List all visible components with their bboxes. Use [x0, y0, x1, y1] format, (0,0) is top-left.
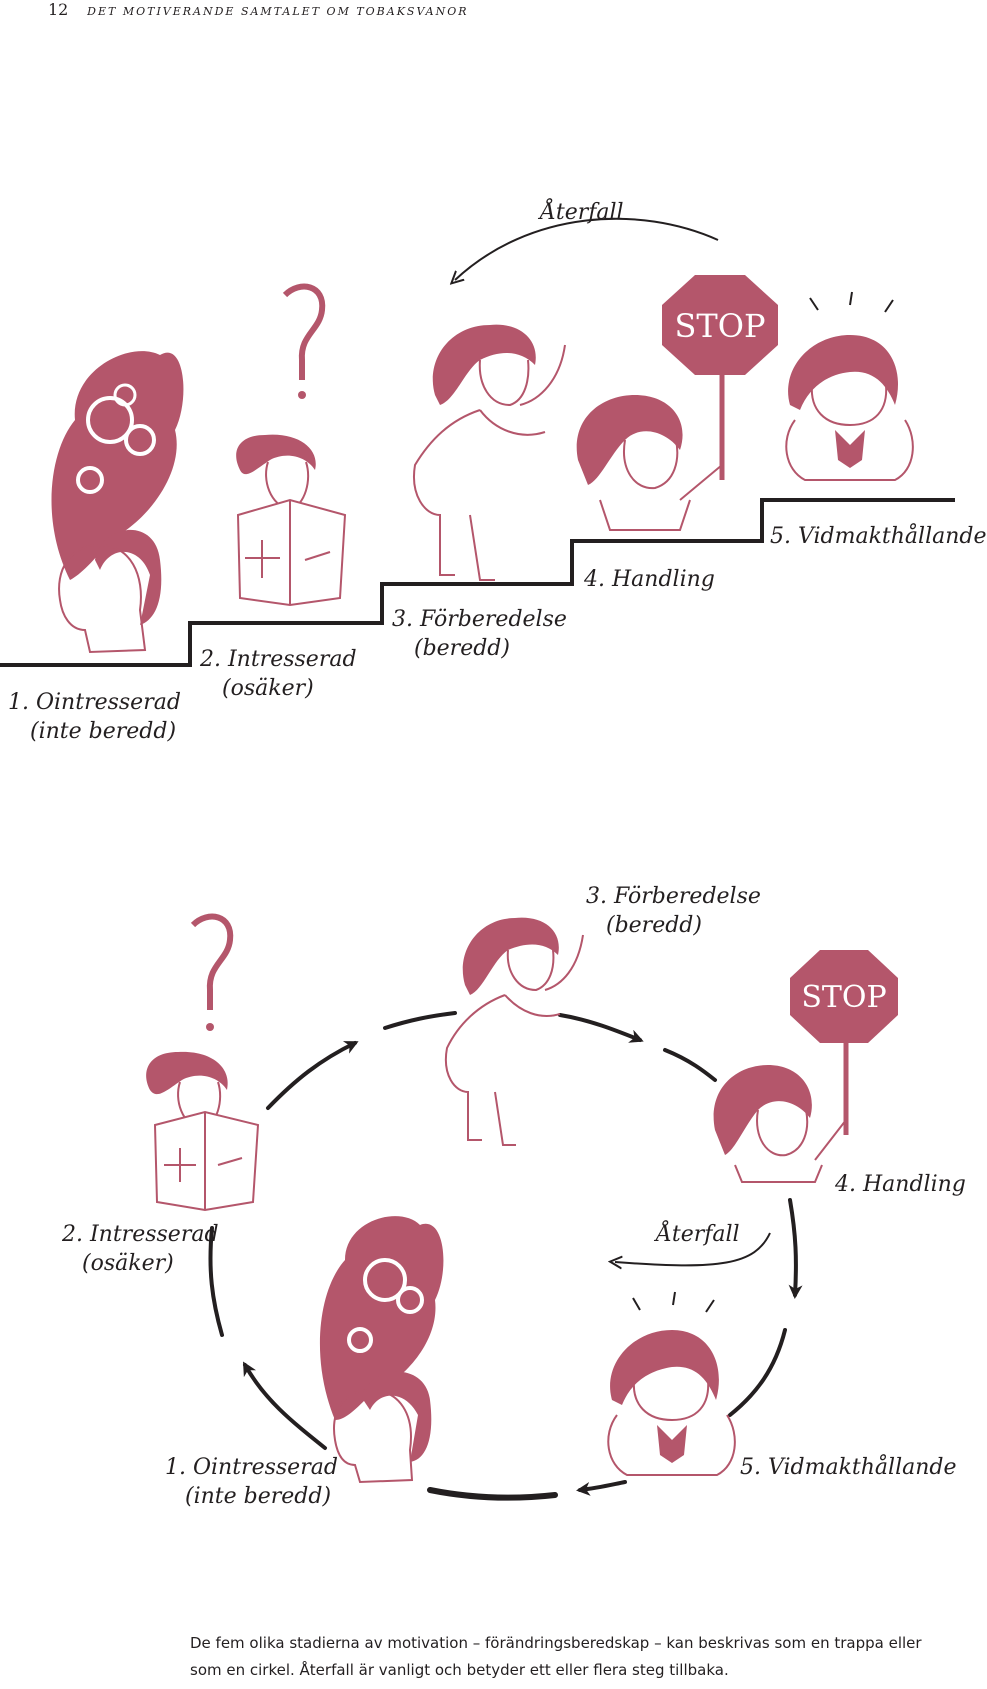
circle-stage-5-label: 5. Vidmakthållande [740, 1455, 957, 1480]
circle-stage-2-line1: 2. Intresserad [62, 1222, 219, 1247]
circle-woman-forberedelse-illustration [444, 917, 584, 1146]
staircase-stage-5-label: 5. Vidmakthållande [770, 524, 987, 549]
running-header: 12 DET MOTIVERANDE SAMTALET OM TOBAKSVAN… [48, 0, 469, 19]
staircase-stage-2-line2: (osäker) [222, 676, 314, 701]
circle-stop-sign-icon [790, 950, 898, 1043]
circle-woman-intresserad-illustration [146, 913, 260, 1212]
circle-stage-4-label: 4. Handling [835, 1172, 966, 1197]
woman-handling-illustration: STOP [576, 275, 778, 531]
circle-woman-handling-illustration: STOP [713, 950, 898, 1183]
circle-stage-2-line2: (osäker) [82, 1251, 174, 1276]
stop-sign-icon [662, 275, 778, 375]
staircase-stage-2-line1: 2. Intresserad [200, 647, 357, 672]
cycle-arc-2-side [208, 1226, 224, 1337]
circle-stage-1-label: 1. Ointresserad (inte beredd) [165, 1453, 338, 1511]
staircase-line [0, 498, 955, 667]
staircase-stage-3-line1: 3. Förberedelse [392, 607, 567, 632]
cycle-arc-4-to-5 [788, 1198, 803, 1299]
cycle-arc-1-to-2 [243, 1361, 327, 1450]
circle-cycle-arrows [208, 1011, 803, 1501]
circle-woman-ointresserad-illustration [319, 1216, 444, 1484]
circle-stage-3-line1: 3. Förberedelse [586, 884, 761, 909]
woman-intresserad-illustration [236, 283, 347, 607]
circle-stage-1-line1: 1. Ointresserad [165, 1455, 338, 1480]
circle-stage-1-line2: (inte beredd) [185, 1484, 332, 1509]
staircase-stage-1-line1: 1. Ointresserad [8, 690, 181, 715]
figure-caption: De fem olika stadierna av motivation – f… [190, 1634, 922, 1679]
circle-relapse-label: Återfall [656, 1222, 740, 1247]
stop-sign-text: STOP [674, 307, 765, 345]
staircase-stage-1-label: 1. Ointresserad (inte beredd) [8, 688, 181, 746]
cycle-arc-5-to-1 [576, 1480, 627, 1496]
circle-stop-sign-text: STOP [801, 980, 886, 1015]
cycle-arc-bottom [427, 1487, 558, 1501]
cycle-arc-5-side [728, 1328, 787, 1417]
staircase-stage-3-line2: (beredd) [414, 636, 510, 661]
staircase-stage-1-line2: (inte beredd) [30, 719, 177, 744]
woman-forberedelse-illustration [413, 324, 566, 581]
cycle-arc-2-to-3 [266, 1041, 359, 1110]
staircase-stage-4-label: 4. Handling [584, 567, 715, 592]
cycle-arc-4-side [663, 1048, 717, 1082]
circle-stage-3-line2: (beredd) [606, 913, 702, 938]
running-title: DET MOTIVERANDE SAMTALET OM TOBAKSVANOR [87, 5, 469, 18]
staircase-stage-2-label: 2. Intresserad (osäker) [200, 645, 357, 703]
staircase-relapse-label: Återfall [540, 200, 624, 225]
relapse-arrow [455, 217, 719, 280]
woman-vidmakthallande-illustration [785, 291, 914, 481]
page-number: 12 [48, 0, 69, 19]
staircase-stage-3-label: 3. Förberedelse (beredd) [392, 605, 567, 663]
circle-stage-2-label: 2. Intresserad (osäker) [62, 1220, 219, 1278]
circle-relapse-arrow [615, 1232, 771, 1265]
circle-stage-3-label: 3. Förberedelse (beredd) [586, 882, 761, 940]
cycle-arc-3-top-a [383, 1011, 457, 1030]
cycle-arc-3-to-4 [558, 1013, 644, 1043]
woman-ointresserad-illustration [51, 351, 184, 654]
staircase-diagram: STOP [0, 217, 955, 1501]
circle-woman-vidmakthallande-illustration [607, 1291, 736, 1476]
